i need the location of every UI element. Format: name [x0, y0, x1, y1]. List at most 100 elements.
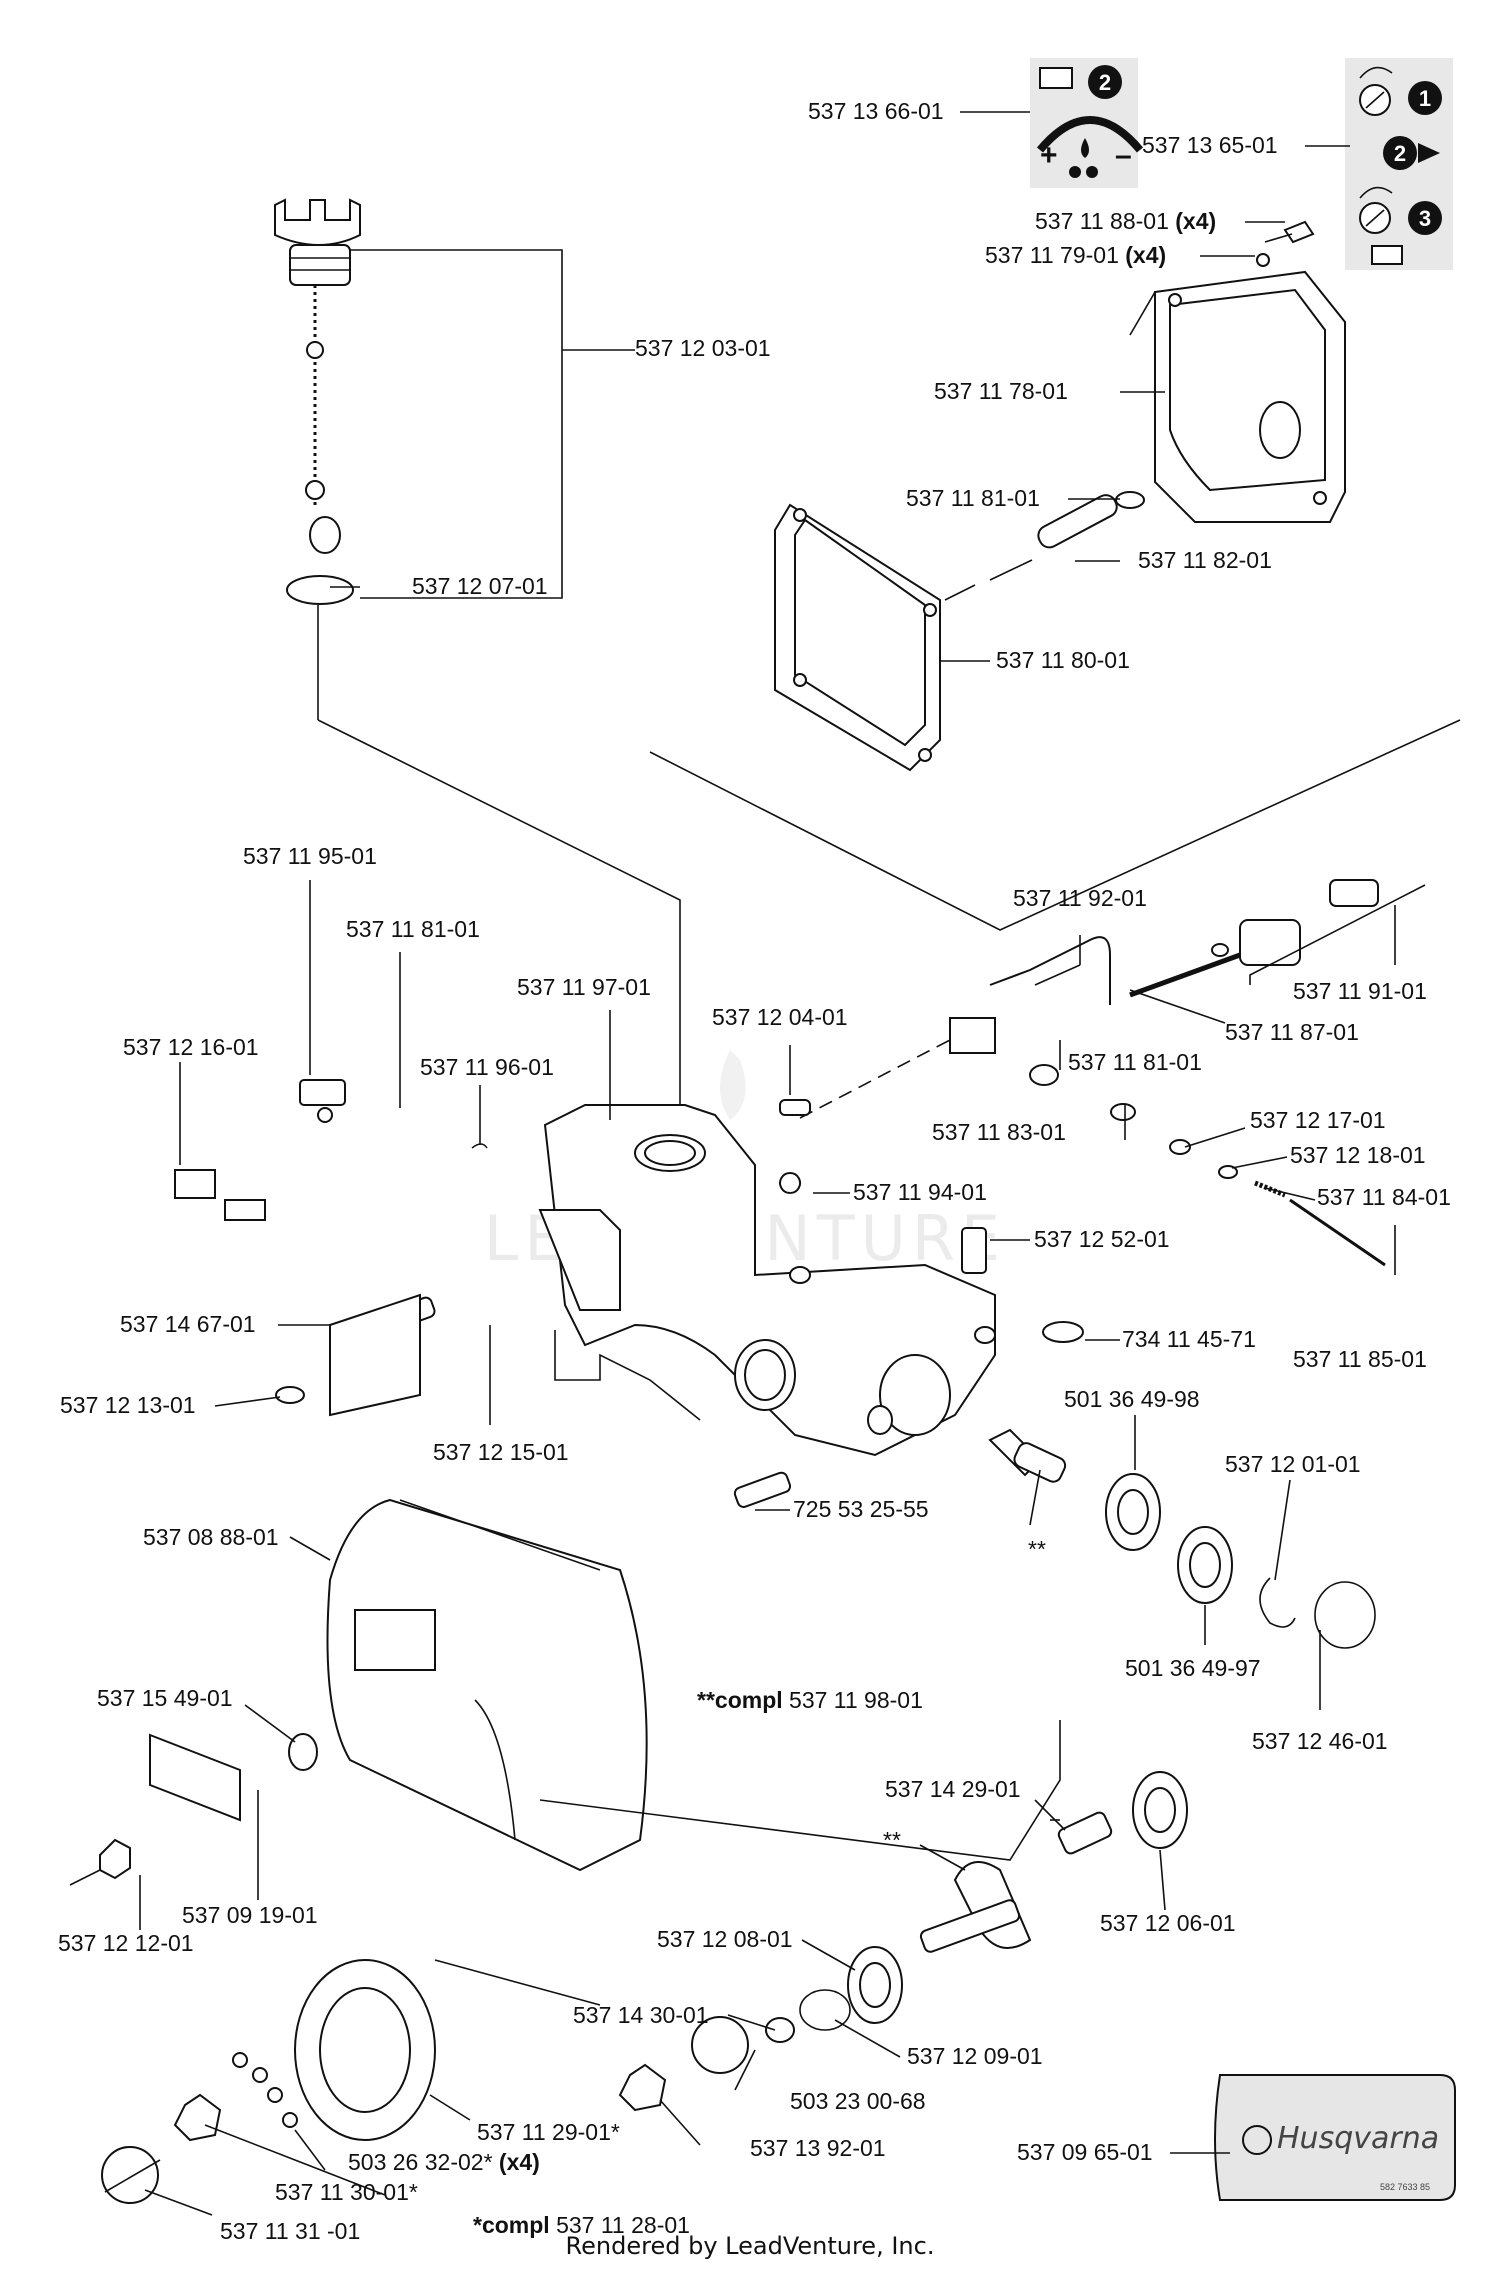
washer-537121701 [1169, 1139, 1191, 1155]
filter-537119101 [1239, 919, 1301, 966]
footer-credit: Rendered by LeadVenture, Inc. [565, 2232, 935, 2260]
nozzle-537120401 [779, 1099, 811, 1116]
washer-x4 [1256, 253, 1270, 267]
manual-book-icon-2 [1039, 67, 1073, 89]
label-537117901: 537 11 79-01 (x4) [985, 242, 1166, 268]
pin-537118501 [1289, 1198, 1386, 1267]
housing-fasteners [174, 1079, 1084, 1508]
plate-537091901 [149, 1733, 241, 1822]
label-double-star-2: ** [883, 1827, 901, 1853]
label-537120901: 537 12 09-01 [907, 2043, 1043, 2069]
fitting-537119501 [299, 1079, 346, 1106]
svg-text:2: 2 [1394, 141, 1406, 166]
label-537121801: 537 12 18-01 [1290, 1142, 1426, 1168]
valve-stem [1037, 494, 1118, 549]
washer-537118101b [317, 1107, 333, 1123]
screw-725532555 [733, 1471, 792, 1508]
label-501364998: 501 36 49-98 [1064, 1386, 1200, 1412]
washer-734114571 [1042, 1321, 1084, 1343]
o-ring-small [1115, 491, 1145, 509]
label-537121701: 537 12 17-01 [1250, 1107, 1386, 1133]
o-ring-cap [286, 575, 354, 605]
label-537121301: 537 12 13-01 [60, 1392, 196, 1418]
rotate-arrow-icon [1359, 66, 1393, 79]
circlip-537124601 [1314, 1581, 1376, 1649]
plate-537146701 [329, 1293, 421, 1417]
label-537125201: 537 12 52-01 [1034, 1226, 1170, 1252]
label-537112901: 537 11 29-01* [477, 2119, 620, 2145]
label-537120801: 537 12 08-01 [657, 1926, 793, 1952]
label-537120101: 537 12 01-01 [1225, 1451, 1361, 1477]
spacer-537143001 [765, 2017, 795, 2043]
label-725532555: 725 53 25-55 [793, 1496, 929, 1522]
label-503263202: 503 26 32-02* (x4) [348, 2149, 540, 2175]
leader-lines [139, 111, 1396, 2216]
manual-book-icon [1371, 245, 1403, 265]
husqvarna-crown-icon [1242, 2125, 1272, 2155]
label-537118501: 537 11 85-01 [1293, 1346, 1427, 1372]
washer-537118101c [1110, 1103, 1136, 1121]
label-537120301: 537 12 03-01 [635, 335, 771, 361]
gear-shaft-assembly [539, 1720, 1188, 2112]
arc-adjust-icon [1036, 116, 1144, 153]
label-double-star: ** [1028, 1536, 1046, 1562]
label-537118101a: 537 11 81-01 [906, 485, 1040, 511]
label-537119101: 537 11 91-01 [1293, 978, 1427, 1004]
label-537136501: 537 13 65-01 [1142, 132, 1278, 158]
part-labels: 537 13 66-01 537 13 65-01 537 11 88-01 (… [58, 98, 1451, 2244]
guide-line [649, 719, 1461, 931]
label-537142901: 537 14 29-01 [885, 1776, 1021, 1802]
label-537146701: 537 14 67-01 [120, 1311, 256, 1337]
svg-text:+: + [1040, 139, 1058, 172]
clutch-drum-assembly [101, 1959, 601, 2204]
label-537120601: 537 12 06-01 [1100, 1910, 1236, 1936]
label-537119601: 537 11 96-01 [420, 1054, 554, 1080]
cover-gasket [774, 503, 941, 772]
svg-text:–: – [1115, 139, 1132, 172]
label-537118301: 537 11 83-01 [932, 1119, 1066, 1145]
hub-537113001 [173, 2093, 222, 2142]
label-537139201: 537 13 92-01 [750, 2135, 886, 2161]
badge-one [1408, 81, 1442, 115]
nut-537121201 [99, 1838, 131, 1880]
label-537088801: 537 08 88-01 [143, 1524, 279, 1550]
label-537119701: 537 11 97-01 [517, 974, 651, 1000]
label-537120701: 537 12 07-01 [412, 573, 548, 599]
label-537121601: 537 12 16-01 [123, 1034, 259, 1060]
hose-537119201 [989, 936, 1111, 1005]
label-501364997: 501 36 49-97 [1125, 1655, 1261, 1681]
label-537096501: 537 09 65-01 [1017, 2139, 1153, 2165]
label-537120401: 537 12 04-01 [712, 1004, 848, 1030]
label-537118101b: 537 11 81-01 [346, 916, 480, 942]
svg-text:2: 2 [1099, 70, 1111, 95]
oil-cap [274, 198, 361, 246]
washer-537113101 [101, 2146, 159, 2204]
bevel-gear [953, 1861, 1032, 1949]
bushing-537151549 [288, 1733, 318, 1771]
label-537118101c: 537 11 81-01 [1068, 1049, 1202, 1075]
svg-text:582 7633 85: 582 7633 85 [1380, 2182, 1430, 2192]
svg-text:Husqvarna: Husqvarna [1277, 2121, 1439, 2156]
circlip-537120101 [1259, 1577, 1296, 1628]
oil-drop-icon [1081, 138, 1089, 158]
label-537113101: 537 11 31 -01 [220, 2218, 360, 2244]
label-537119201: 537 11 92-01 [1013, 885, 1147, 911]
badge-three [1408, 201, 1442, 235]
label-537119501: 537 11 95-01 [243, 843, 377, 869]
label-537118001: 537 11 80-01 [996, 647, 1130, 673]
label-537117801: 537 11 78-01 [934, 378, 1068, 404]
label-537136601: 537 13 66-01 [808, 98, 944, 124]
note-compl-537112801: *compl 537 11 28-01 [473, 2212, 690, 2238]
bearing-set-right [988, 1428, 1376, 1649]
label-537121501: 537 12 15-01 [433, 1439, 569, 1465]
badge-two-arrow [1383, 136, 1417, 170]
oil-adjust-instruction-panel: 2 + – [1030, 58, 1144, 188]
washer-537121801 [1218, 1165, 1238, 1179]
drive-star-537139201 [618, 2063, 667, 2112]
screw-x4 [1283, 220, 1315, 244]
label-503230068: 503 23 00-68 [790, 2088, 926, 2114]
label-537118401: 537 11 84-01 [1317, 1184, 1451, 1210]
note-compl-537119801: **compl 537 11 98-01 [697, 1687, 923, 1713]
label-537091901: 537 09 19-01 [182, 1902, 318, 1928]
